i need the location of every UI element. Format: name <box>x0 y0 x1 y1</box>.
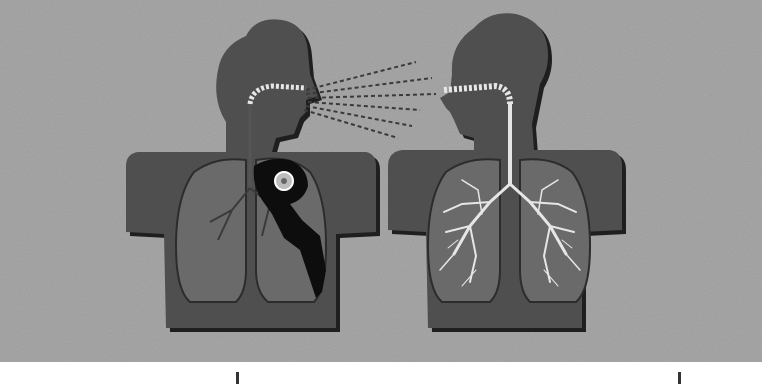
bottom-mark-left <box>236 372 239 384</box>
background-panel <box>0 0 762 362</box>
bottom-strip <box>0 362 762 384</box>
pathogen-core <box>281 178 287 184</box>
bottom-mark-right <box>678 372 681 384</box>
